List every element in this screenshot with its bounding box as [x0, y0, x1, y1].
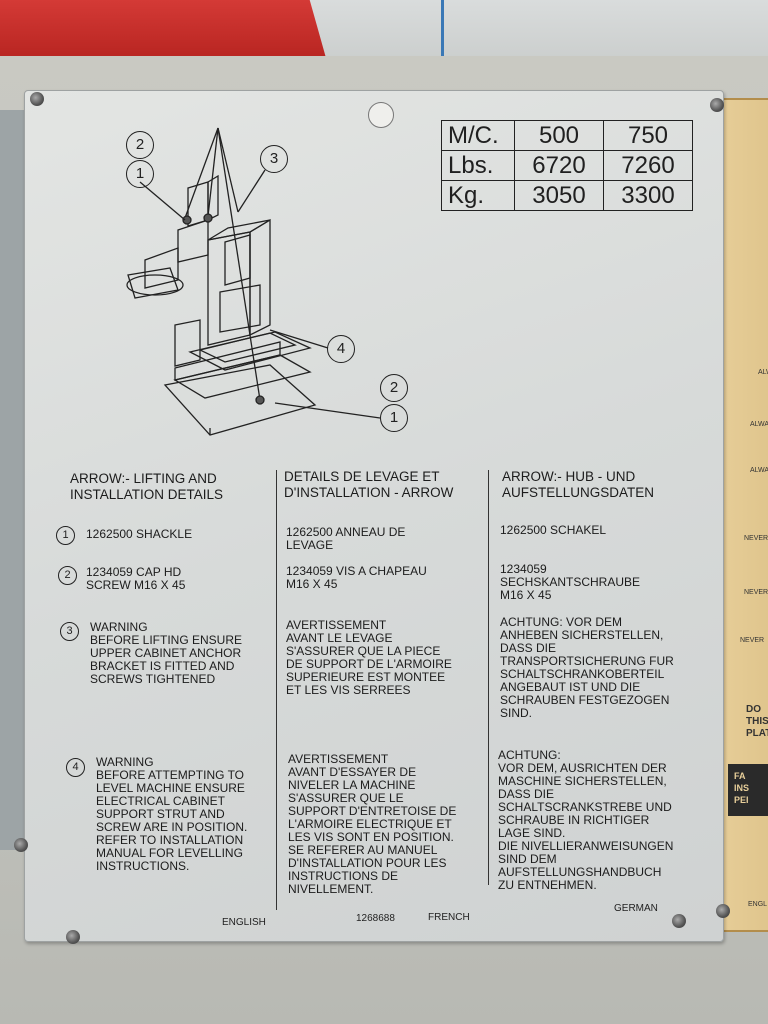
item-3-french: AVERTISSEMENT AVANT LE LEVAGE S'ASSURER … — [286, 618, 452, 697]
screw-icon — [716, 904, 730, 918]
footer-german: GERMAN — [614, 903, 658, 914]
item-number-3: 3 — [60, 622, 79, 641]
table-row: M/C. 500 750 — [441, 120, 693, 151]
side-fragment: NEVER — [740, 637, 765, 644]
instruction-plate — [24, 90, 724, 942]
item-2-english: 1234059 CAP HD SCREW M16 X 45 — [86, 565, 186, 592]
spec-value: 3300 — [603, 180, 693, 211]
callout-4: 4 — [327, 335, 355, 363]
side-dark-label: FA INS PEI — [728, 764, 768, 816]
spec-label: M/C. — [441, 120, 515, 151]
spec-label: Lbs. — [441, 150, 515, 181]
screw-icon — [672, 914, 686, 928]
side-fragment: PLAT — [746, 728, 768, 739]
side-fragment: PEI — [734, 795, 749, 805]
spec-value: 500 — [514, 120, 604, 151]
screw-icon — [66, 930, 80, 944]
column-divider — [488, 470, 489, 885]
column-divider — [276, 470, 277, 910]
side-fragment: DO — [746, 704, 761, 715]
side-fragment: FA — [734, 771, 746, 781]
callout-1: 1 — [126, 160, 154, 188]
item-4-german: ACHTUNG: VOR DEM, AUSRICHTEN DER MASCHIN… — [498, 748, 674, 892]
item-3-german: ACHTUNG: VOR DEM ANHEBEN SICHERSTELLEN, … — [500, 615, 674, 720]
header-english: ARROW:- LIFTING AND INSTALLATION DETAILS — [70, 471, 224, 502]
machine-lifting-diagram — [126, 127, 381, 436]
callout-2: 2 — [380, 374, 408, 402]
table-row: Lbs. 6720 7260 — [441, 150, 693, 181]
machine-base — [163, 364, 317, 436]
spec-value: 3050 — [514, 180, 604, 211]
background-red-panel — [0, 0, 326, 58]
spec-value: 750 — [603, 120, 693, 151]
screw-icon — [30, 92, 44, 106]
item-2-french: 1234059 VIS A CHAPEAU M16 X 45 — [286, 564, 427, 591]
item-1-english: 1262500 SHACKLE — [86, 527, 193, 541]
spec-value: 6720 — [514, 150, 604, 181]
side-fragment: THIS — [746, 716, 768, 727]
table-row: Kg. 3050 3300 — [441, 180, 693, 211]
screw-icon — [14, 838, 28, 852]
spec-label: Kg. — [441, 180, 515, 211]
callout-2: 2 — [126, 131, 154, 159]
screw-icon — [710, 98, 724, 112]
callout-1: 1 — [380, 404, 408, 432]
side-fragment: ENGL — [748, 901, 768, 908]
mounting-hole — [368, 102, 394, 128]
side-fragment: ALWA — [758, 369, 768, 376]
item-2-german: 1234059 SECHSKANTSCHRAUBE M16 X 45 — [500, 562, 641, 602]
side-fragment: NEVER — [744, 535, 768, 542]
background-blue-cable — [441, 0, 444, 60]
item-1-german: 1262500 SCHAKEL — [500, 523, 607, 537]
item-4-english: WARNING BEFORE ATTEMPTING TO LEVEL MACHI… — [96, 755, 248, 873]
item-4-french: AVERTISSEMENT AVANT D'ESSAYER DE NIVELER… — [288, 752, 457, 896]
side-fragment: INS — [734, 783, 750, 793]
side-fragment: ALWA — [750, 467, 768, 474]
footer-french: FRENCH — [428, 912, 470, 923]
callout-3: 3 — [260, 145, 288, 173]
footer-english: ENGLISH — [222, 917, 266, 928]
side-fragment: NEVER — [744, 589, 768, 596]
header-french: DETAILS DE LEVAGE ET D'INSTALLATION - AR… — [284, 469, 454, 500]
item-3-english: WARNING BEFORE LIFTING ENSURE UPPER CABI… — [90, 620, 243, 686]
item-1-french: 1262500 ANNEAU DE LEVAGE — [286, 525, 406, 552]
item-number-2: 2 — [58, 566, 77, 585]
spec-value: 7260 — [603, 150, 693, 181]
item-number-1: 1 — [56, 526, 75, 545]
footer-part-number: 1268688 — [356, 913, 395, 924]
header-german: ARROW:- HUB - UND AUFSTELLUNGSDATEN — [502, 469, 655, 500]
side-fragment: ALWA — [750, 421, 768, 428]
weight-spec-table: M/C. 500 750 Lbs. 6720 7260 Kg. 3050 330… — [441, 120, 693, 211]
item-number-4: 4 — [66, 758, 85, 777]
